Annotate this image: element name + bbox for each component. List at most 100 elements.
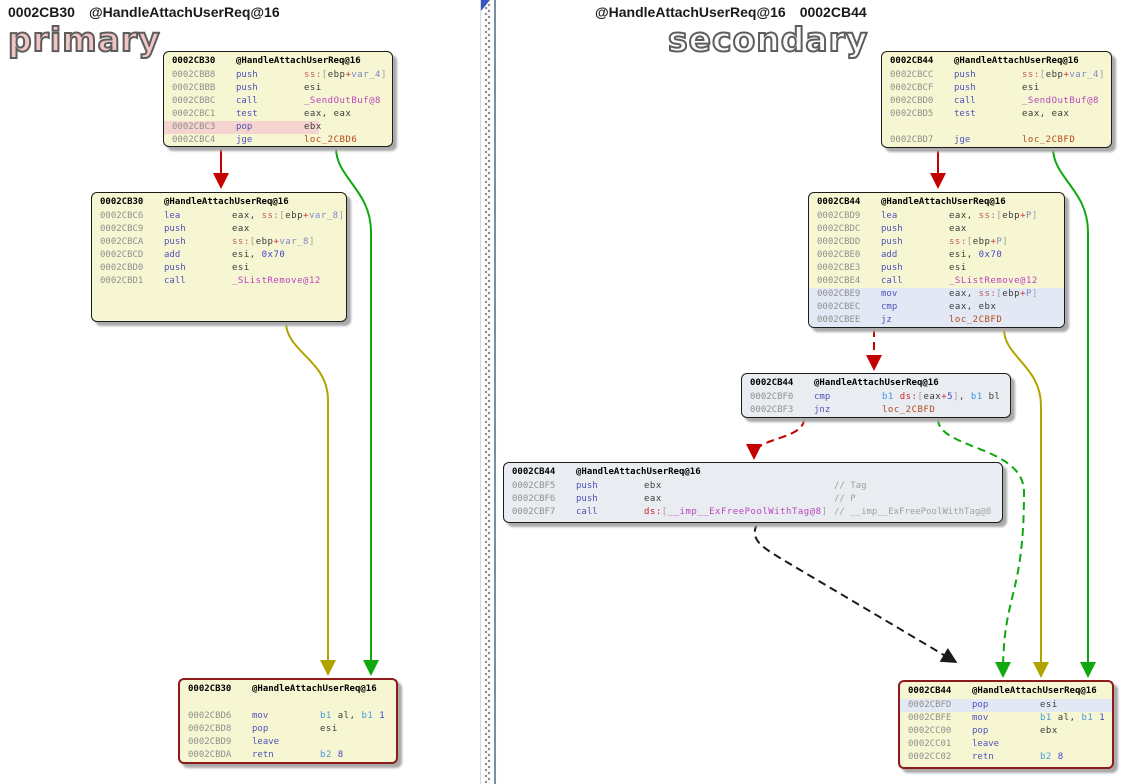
instruction-address: 0002CBEE [817, 315, 861, 325]
block-address: 0002CB30 [100, 197, 144, 207]
instruction-address: 0002CBE3 [817, 263, 861, 273]
instruction-comment: // P [834, 494, 856, 504]
instruction-address: 0002CBD6 [188, 711, 232, 721]
instruction-mnemonic: push [576, 494, 598, 504]
operand-token: [ [661, 507, 668, 517]
instruction-address: 0002CBD1 [100, 276, 144, 286]
instruction-address: 0002CBDA [188, 750, 232, 760]
block-function-name: @HandleAttachUserReq@16 [236, 56, 361, 66]
instruction-mnemonic: push [164, 224, 186, 234]
operand-token: P [996, 237, 1003, 247]
instruction-mnemonic: jge [236, 135, 253, 145]
instruction-operands: esi [949, 262, 967, 275]
operand-token: b1 [320, 711, 338, 721]
flow-edge-yellow [1003, 328, 1049, 678]
instruction-mnemonic: mov [881, 289, 898, 299]
operand-token: ss: [949, 237, 967, 247]
instruction-operands: ebx [644, 480, 662, 493]
instruction-operands: b2 8 [1040, 751, 1064, 764]
operand-token: b1 [1081, 713, 1100, 723]
operand-token: 8 [337, 750, 344, 760]
block-header: 0002CB44@HandleAttachUserReq@16 [742, 377, 1010, 391]
block-header: 0002CB44@HandleAttachUserReq@16 [882, 55, 1111, 69]
block-address: 0002CB44 [512, 467, 556, 477]
operand-token: + [273, 237, 280, 247]
operand-token: ss: [978, 211, 997, 221]
block-header: 0002CB30 @HandleAttachUserReq@16 [164, 55, 392, 69]
instruction-mnemonic: mov [252, 711, 269, 721]
block-address: 0002CB30 [172, 56, 216, 66]
instruction-mnemonic: push [881, 237, 903, 247]
block-function-name: @HandleAttachUserReq@16 [252, 684, 377, 694]
operand-token: __imp__ExFreePoolWithTag@8 [667, 507, 822, 517]
operand-token: ebx [1040, 726, 1058, 736]
instruction-mnemonic: push [881, 224, 903, 234]
operand-token: loc_2CBFD [1022, 135, 1076, 145]
instruction-mnemonic: add [164, 250, 181, 260]
instruction-mnemonic: pop [252, 724, 269, 734]
operand-token: 0x70 [261, 250, 286, 260]
operand-token: _SListRemove@12 [949, 276, 1038, 286]
operand-token: ss: [261, 211, 280, 221]
instruction-operands: eax, eax [304, 108, 351, 121]
instruction-mnemonic: lea [881, 211, 898, 221]
instruction-mnemonic: test [236, 109, 258, 119]
panel-splitter[interactable] [480, 0, 498, 784]
instruction-operands: loc_2CBD6 [304, 134, 357, 146]
operand-token: , [958, 392, 971, 402]
block-function-name: @HandleAttachUserReq@16 [881, 197, 1006, 207]
operand-token: , [1039, 109, 1052, 119]
instruction-operands: esi, 0x70 [949, 249, 1002, 262]
